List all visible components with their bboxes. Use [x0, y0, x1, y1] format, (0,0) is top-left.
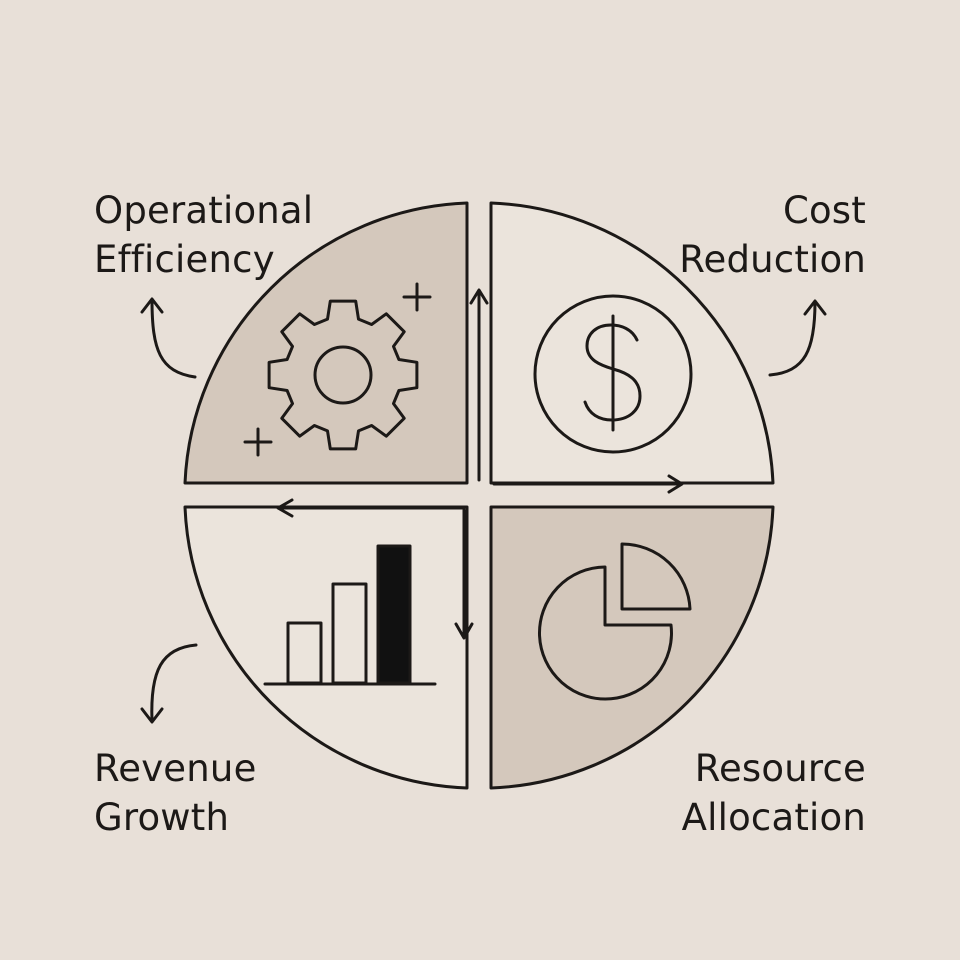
- quadrant-top-right: [489, 201, 775, 485]
- label-line: Cost: [782, 189, 866, 232]
- label-line: Revenue: [94, 747, 257, 790]
- label-line: Efficiency: [94, 238, 275, 281]
- label-line: Allocation: [681, 796, 866, 839]
- plus-icon: [243, 427, 273, 457]
- dollar-icon: [533, 294, 693, 454]
- plus-icon: [402, 282, 432, 312]
- curved-arrow-top-right: [768, 299, 827, 377]
- label-line: Operational: [94, 189, 314, 232]
- quadrant-top-left: [183, 201, 469, 485]
- label-line: Reduction: [679, 238, 866, 281]
- cycle-arrow-right: [492, 474, 684, 494]
- label-operational-efficiency: Operational Efficiency: [94, 186, 313, 284]
- cycle-arrow-up: [469, 288, 489, 482]
- label-line: Growth: [94, 796, 230, 839]
- bar-chart-icon: [263, 544, 437, 686]
- pie-chart-icon: [538, 542, 692, 701]
- label-revenue-growth: Revenue Growth: [94, 744, 257, 842]
- cycle-arrow-down: [454, 508, 474, 640]
- curved-arrow-bottom-left: [140, 643, 198, 724]
- label-resource-allocation: Resource Allocation: [682, 744, 866, 842]
- label-line: Resource: [694, 747, 866, 790]
- curved-arrow-top-left: [140, 297, 197, 379]
- cycle-arrow-left: [276, 498, 466, 518]
- quadrant-bottom-right: [489, 505, 775, 790]
- label-cost-reduction: Cost Reduction: [679, 186, 866, 284]
- gear-icon: [267, 299, 419, 451]
